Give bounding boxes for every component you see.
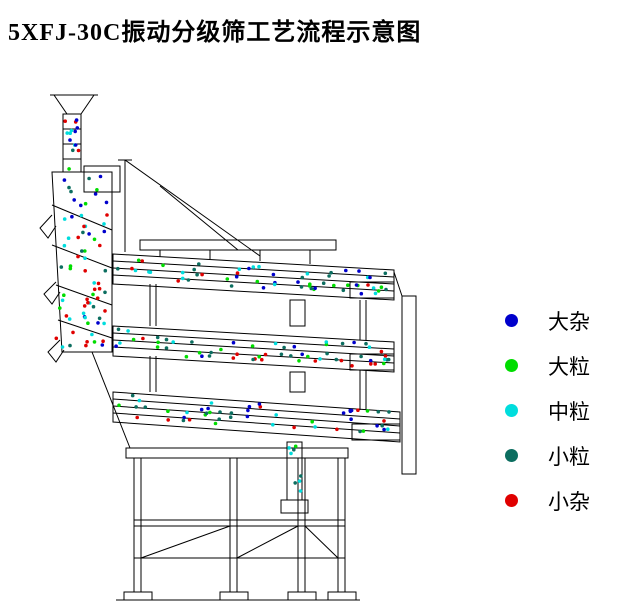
- legend-color-dot: [505, 314, 518, 327]
- right-outlet-assembly: [349, 271, 417, 475]
- legend-item: 小粒: [505, 433, 590, 478]
- legend-label: 中粒: [548, 399, 590, 424]
- feed-funnel-icon: [50, 94, 98, 115]
- legend-color-dot: [505, 359, 518, 372]
- legend-color-dot: [505, 494, 518, 507]
- legend-label: 大粒: [548, 354, 590, 379]
- legend-item: 中粒: [505, 388, 590, 433]
- support-frame: [91, 351, 360, 601]
- legend-label: 小粒: [548, 444, 590, 469]
- particle-dots: [54, 118, 391, 493]
- legend-item: 大杂: [505, 298, 590, 343]
- legend-item: 大粒: [505, 343, 590, 388]
- legend-color-dot: [505, 449, 518, 462]
- legend-label: 小杂: [548, 489, 590, 514]
- legend-label: 大杂: [548, 309, 590, 334]
- screen-deck-2: [112, 325, 395, 373]
- diagram-title: 5XFJ-30C振动分级筛工艺流程示意图: [8, 20, 422, 46]
- legend: 大杂大粒中粒小粒小杂: [505, 298, 590, 523]
- screen-deck-1: [112, 253, 395, 301]
- top-frame: [118, 159, 337, 264]
- feed-chute: [39, 165, 121, 363]
- legend-color-dot: [505, 404, 518, 417]
- screen-deck-3: [112, 391, 401, 443]
- transfer-ducts: [280, 299, 309, 514]
- deck-hangers: [149, 284, 367, 410]
- legend-item: 小杂: [505, 478, 590, 523]
